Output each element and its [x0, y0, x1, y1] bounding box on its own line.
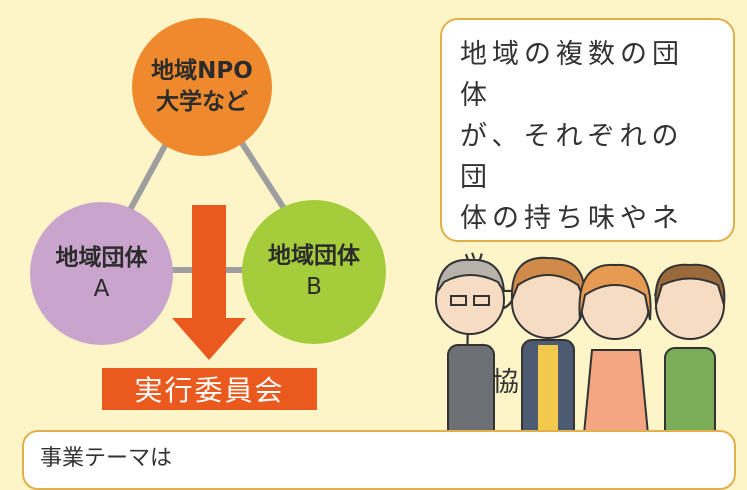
person-1-icon [435, 258, 505, 452]
bottom-text-box: 事業テーマは [22, 430, 736, 490]
connector-top-left [127, 138, 171, 212]
circle-npo-university: 地域NPO 大学など [132, 18, 272, 156]
circle-npo-line1: 地域NPO [151, 58, 253, 84]
bottom-text: 事業テーマは [40, 446, 173, 471]
connector-top-right [237, 138, 288, 212]
person-2-icon [510, 256, 586, 452]
executive-committee-label: 実行委員会 [102, 368, 317, 410]
collaboration-diagram: 地域NPO 大学など 地域団体 A 地域団体 B 実行委員会 地域の複数の団体 … [22, 18, 736, 490]
down-arrow-icon [172, 205, 246, 360]
circle-npo-line2: 大学など [156, 89, 248, 115]
speech-line-1: 地域の複数の団体 [460, 39, 684, 111]
circle-group-b: 地域団体 B [242, 200, 386, 344]
circle-group-a-line1: 地域団体 [55, 244, 148, 271]
person-4-icon [654, 263, 726, 452]
circle-group-b-line1: 地域団体 [268, 243, 360, 269]
speech-line-2: が、それぞれの団 [460, 121, 684, 193]
circle-group-b-line2: B [306, 274, 322, 300]
circle-group-a-line2: A [93, 275, 110, 302]
circle-group-a: 地域団体 A [30, 202, 173, 345]
person-3-icon [578, 263, 652, 452]
people-illustration [435, 256, 726, 452]
